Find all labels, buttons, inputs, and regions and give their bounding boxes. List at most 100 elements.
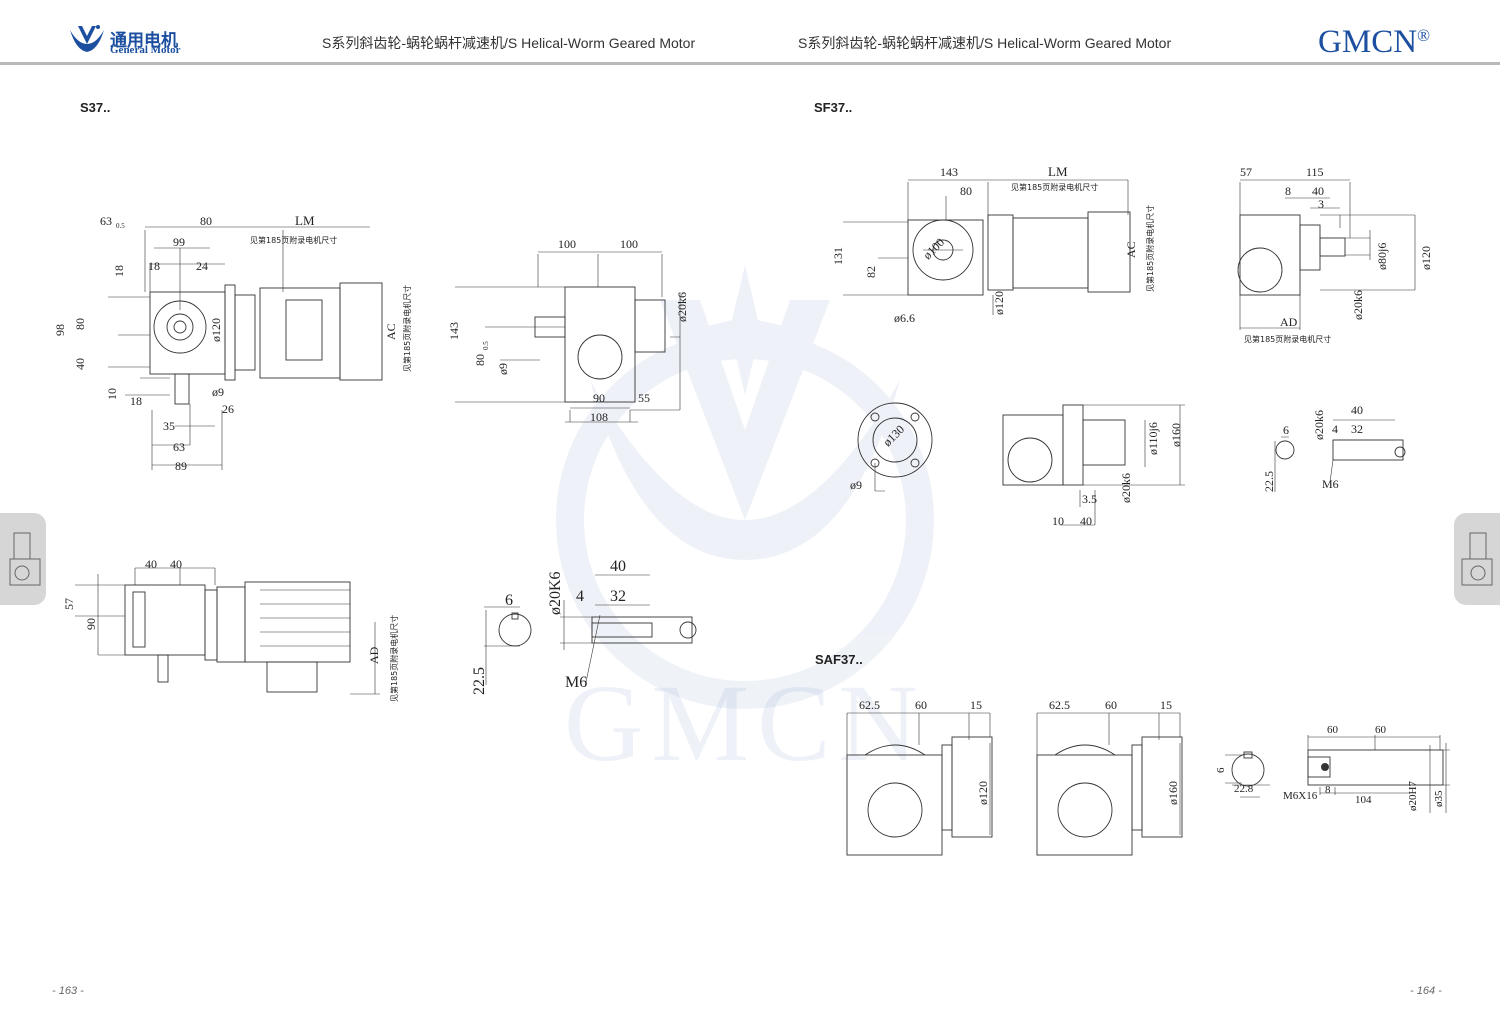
dim-ac: AC [384, 323, 398, 340]
dim-99: 99 [173, 235, 185, 249]
dim-80: 80 [960, 184, 972, 198]
model-label-s37: S37.. [80, 100, 111, 115]
sf37-side-view-drawing: 57 115 8 40 3 ø80j6 ø120 ø20k6 AD 见第185页… [1237, 165, 1433, 344]
dim-100-left: 100 [558, 237, 576, 251]
s37-front-view-drawing: 63 0.5 80 LM 99 18 24 18 98 80 40 ø120 A… [53, 213, 412, 473]
company-logo-icon [70, 25, 104, 52]
s37-side-view-drawing: 100 100 143 ø20k6 80 0.5 ø9 90 55 108 [447, 237, 689, 424]
dim-26: 26 [222, 402, 234, 416]
motor-note-s37-front-top: 见第185页附录电机尺寸 [250, 235, 337, 245]
dim-98: 98 [53, 324, 67, 336]
dim-ad: AD [367, 646, 381, 664]
s37-key-detail-drawing: 6 22.5 ø20K6 40 4 32 M6 [471, 558, 697, 695]
dim-60-left: 60 [1327, 725, 1339, 736]
dim-dia-120: ø120 [992, 291, 1006, 315]
dim-dia-20k6: ø20K6 [547, 571, 564, 615]
dim-dia-120: ø120 [976, 781, 990, 805]
dim-4: 4 [576, 588, 584, 605]
header-title-left: S系列斜齿轮-蜗轮蜗杆减速机/S Helical-Worm Geared Mot… [322, 35, 696, 51]
dim-8: 8 [1325, 784, 1331, 796]
dim-18-bottom: 18 [130, 394, 142, 408]
saf37-view2-drawing: 62.5 60 15 ø160 [1036, 698, 1183, 856]
dim-22-8: 22.8 [1234, 783, 1254, 795]
sf37-key-detail-drawing: 6 ø20k6 40 4 32 22.5 M6 [1262, 403, 1406, 492]
sf37-flange-front-view-drawing: ø110j6 ø160 ø20k6 3.5 10 40 [1002, 404, 1185, 528]
header-divider [0, 62, 1500, 65]
dim-15: 15 [970, 698, 982, 712]
dim-108: 108 [590, 410, 608, 424]
dim-dia-9: ø9 [212, 385, 224, 399]
dim-dia-20k6: ø20k6 [1312, 410, 1326, 440]
dim-32: 32 [1351, 422, 1363, 436]
dim-8: 8 [1285, 184, 1291, 198]
dim-62-5: 62.5 [1049, 698, 1070, 712]
dim-57: 57 [62, 598, 76, 610]
header-title-right: S系列斜齿轮-蜗轮蜗杆减速机/S Helical-Worm Geared Mot… [798, 35, 1172, 51]
dim-6: 6 [505, 592, 513, 609]
dim-dia-20h7: ø20H7 [1407, 781, 1419, 811]
model-label-sf37: SF37.. [814, 100, 853, 115]
dim-40: 40 [610, 558, 626, 575]
dim-m6x16: M6X16 [1283, 790, 1318, 802]
motor-note-sf37-side-view: 见第185页附录电机尺寸 [1244, 334, 1331, 344]
dim-m6: M6 [565, 674, 587, 691]
page-number-left: - 163 - [52, 985, 84, 997]
dim-18-top: 18 [148, 259, 160, 273]
dim-40-left: 40 [73, 358, 87, 370]
dim-60-right: 60 [1375, 725, 1387, 736]
dim-lm: LM [295, 213, 315, 228]
dim-18-left: 18 [112, 265, 126, 277]
dim-82: 82 [864, 266, 878, 278]
page-number-right: - 164 - [1410, 985, 1442, 997]
dim-6: 6 [1215, 767, 1227, 773]
sf37-front-view-drawing: 143 LM 见第185页附录电机尺寸 80 131 82 ø100 AC 见第… [831, 164, 1155, 325]
brand-logo: GMCN® [1318, 24, 1430, 61]
dim-dia-20k6: ø20k6 [675, 292, 689, 322]
watermark-text: GMCN [564, 662, 926, 784]
dim-40-left: 40 [145, 557, 157, 571]
dim-10: 10 [1052, 514, 1064, 528]
motor-note-s37-top: 见第185页附录电机尺寸 [389, 615, 399, 702]
dim-lm: LM [1048, 164, 1068, 179]
dim-35: 35 [163, 419, 175, 433]
dim-62-5: 62.5 [859, 698, 880, 712]
dim-dia-110j6: ø110j6 [1146, 422, 1160, 455]
dim-104: 104 [1355, 794, 1372, 806]
dim-32: 32 [610, 588, 626, 605]
dim-40-right: 40 [170, 557, 182, 571]
dim-ad: AD [1280, 315, 1298, 329]
dim-dia-160: ø160 [1169, 423, 1183, 447]
brand-name: GMCN [1318, 24, 1418, 60]
saf37-hollow-shaft-drawing: 6 22.8 60 60 M6X16 8 104 ø20H7 ø35 [1215, 725, 1450, 813]
registered-mark: ® [1417, 26, 1430, 45]
gearmotor-thumbnail-icon [1461, 532, 1493, 586]
dim-63-bottom: 63 [173, 440, 185, 454]
dim-dia-100: ø100 [920, 235, 947, 262]
side-tab-left[interactable] [0, 513, 46, 605]
dim-63: 63 [100, 214, 112, 228]
dim-dia-9: ø9 [496, 363, 510, 375]
dim-dia-35: ø35 [1433, 790, 1445, 807]
dim-40: 40 [1312, 184, 1324, 198]
logo-chinese-text: 通用电机 [110, 31, 178, 51]
dim-80: 80 [200, 214, 212, 228]
side-tab-right[interactable] [1454, 513, 1500, 605]
dim-3-5: 3.5 [1082, 492, 1097, 506]
dim-40: 40 [1080, 514, 1092, 528]
dim-10: 10 [105, 388, 119, 400]
dim-22-5: 22.5 [471, 667, 488, 695]
dim-55: 55 [638, 391, 650, 405]
gearmotor-thumbnail-icon [9, 532, 41, 586]
saf37-view1-drawing: 62.5 60 15 ø120 [846, 698, 993, 856]
model-label-saf37: SAF37.. [815, 652, 863, 667]
dim-143: 143 [940, 165, 958, 179]
dim-dia-20k6: ø20k6 [1351, 290, 1365, 320]
dim-0-5: 0.5 [116, 222, 125, 230]
dim-6: 6 [1283, 423, 1289, 437]
dim-dia-120: ø120 [209, 318, 223, 342]
dim-40: 40 [1351, 403, 1363, 417]
s37-top-view-drawing: 40 40 57 90 AD 见第185页附录电机尺寸 [62, 557, 399, 702]
dim-100-right: 100 [620, 237, 638, 251]
dim-89: 89 [175, 459, 187, 473]
motor-note-sf37-side: 见第185页附录电机尺寸 [1145, 205, 1155, 292]
